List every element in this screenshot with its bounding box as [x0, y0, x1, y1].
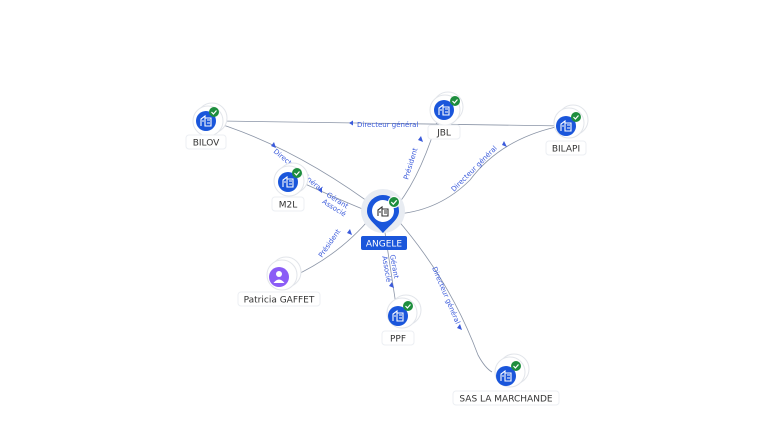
edge-label-jbl-center: Président [402, 147, 419, 181]
verified-check-icon [209, 107, 219, 117]
node-m2l[interactable]: M2L [271, 162, 309, 212]
node-label-bilov: BILOV [193, 139, 220, 149]
verified-check-icon [403, 301, 413, 311]
node-ppf[interactable]: PPF [381, 294, 422, 346]
node-label-angele: ANGELE [366, 240, 403, 250]
node-label-ppf: PPF [390, 335, 406, 345]
building-icon [377, 205, 389, 217]
verified-check-icon [450, 96, 460, 106]
edge-arrow [418, 136, 423, 142]
edge-label-patricia-center: Président [317, 228, 342, 260]
edge-arrow [389, 282, 394, 288]
edge-arrow [318, 187, 322, 193]
node-label-jbl: JBL [436, 129, 451, 139]
edge-label-ppf-center: GérantAssocié [380, 254, 400, 283]
node-center-angele[interactable]: ANGELE [361, 189, 407, 250]
verified-check-icon [511, 361, 521, 371]
node-label-m2l: M2L [279, 201, 298, 211]
edge-arrow [502, 141, 507, 147]
node-bilapi[interactable]: BILAPI [545, 104, 589, 156]
edge-bilov-bilapi [219, 120, 567, 127]
verified-check-icon [292, 168, 302, 178]
edge-arrow [347, 229, 352, 235]
node-bilov[interactable]: BILOV [185, 102, 228, 150]
node-sas-la-marchande[interactable]: SAS LA MARCHANDE [452, 353, 560, 406]
edge-bilapi-center [397, 126, 557, 215]
node-label-patricia-gaffet: Patricia GAFFET [244, 296, 315, 306]
edge-arrow [271, 142, 276, 148]
edge-patricia-center [291, 215, 373, 278]
edge-label-m2l-center: GérantAssocié [321, 191, 352, 219]
node-label-bilapi: BILAPI [552, 145, 580, 155]
verified-check-icon [571, 112, 581, 122]
node-patricia-gaffet[interactable]: Patricia GAFFET [237, 256, 321, 307]
edge-arrow [457, 324, 462, 330]
edge-sas-center [395, 217, 493, 373]
verified-check-icon [388, 196, 400, 208]
node-jbl[interactable]: JBL [427, 91, 464, 140]
edge-label-bilapi-center: Directeur général [450, 144, 499, 193]
edge-label-sas-center: Directeur général [430, 266, 461, 326]
node-label-sas-la-marchande: SAS LA MARCHANDE [459, 395, 552, 405]
edge-arrow [349, 120, 353, 126]
edge-bilov-center [219, 123, 383, 213]
edge-label-bilov-bilapi: Directeur général [357, 121, 418, 129]
